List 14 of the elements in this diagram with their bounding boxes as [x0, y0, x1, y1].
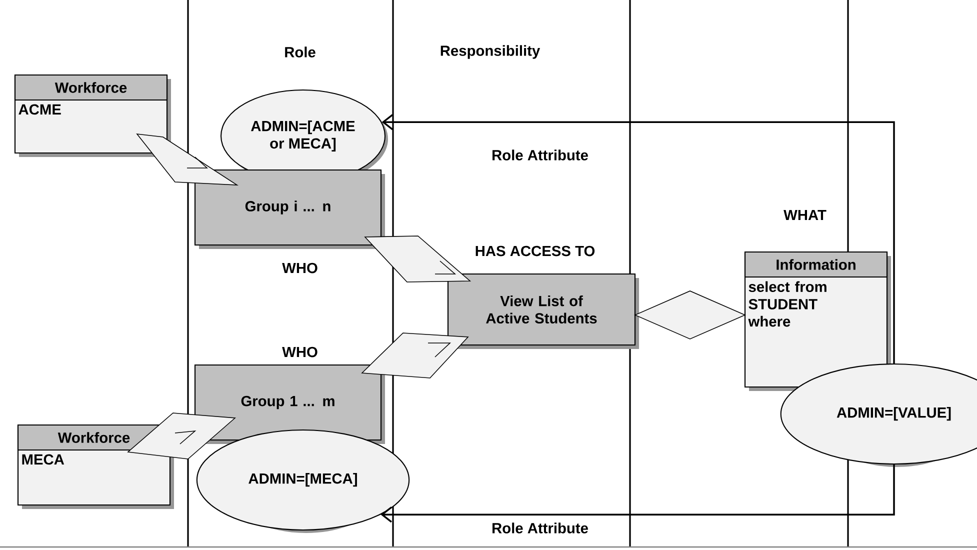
process-box: View List of Active Students: [447, 273, 639, 349]
lane-label: Responsibility: [440, 45, 540, 59]
edge-label: Role Attribute: [490, 521, 590, 535]
connector-arrow: [382, 114, 895, 364]
connector-arrow: [380, 464, 895, 523]
edge-label: Role Attribute: [490, 148, 590, 162]
lane-label: WHAT: [784, 210, 826, 220]
process-box: Group i ... n: [194, 169, 385, 249]
class-box: Workforce ACME: [14, 74, 171, 157]
lane-label: Role: [285, 46, 316, 58]
side-label: WHO: [282, 346, 318, 358]
class-box: Information select from STUDENT where: [744, 251, 891, 391]
side-label: WHO: [282, 262, 318, 274]
lane-label: HAS ACCESS TO: [476, 246, 595, 256]
